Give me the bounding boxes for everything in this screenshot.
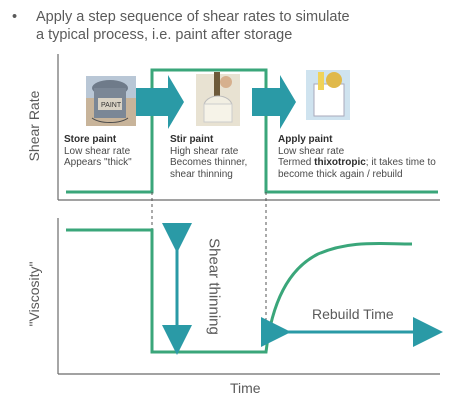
stage-apply-last-line: become thick again / rebuild [278,168,403,180]
viscosity-curve [66,228,413,354]
apply-paint-photo [306,70,350,120]
stage-apply-suffix: ; it takes time to [365,157,436,168]
stage-stir-label: Stir paint High shear rate Becomes thinn… [170,134,266,180]
stir-photo [196,72,240,126]
stage-stir-line1: High shear rate [170,145,239,157]
bullet-line-1: Apply a step sequence of shear rates to … [36,9,350,25]
shear-rate-curve [66,68,438,194]
stage-apply-line1: Low shear rate [278,145,345,157]
stage-store-label: Store paint Low shear rate Appears "thic… [64,134,154,169]
stage-arrow-1 [136,75,184,129]
bottom-x-axis-label: Time [230,380,261,396]
top-y-axis-label: Shear Rate [26,90,42,162]
stage-stir-line2: Becomes thinner, [170,157,248,168]
stage-apply-label: Apply paint Low shear rate Termed thixot… [278,134,460,180]
shear-thinning-label: Shear thinning [205,238,223,335]
bullet-text: Apply a step sequence of shear rates to … [36,8,436,44]
stage-apply-prefix: Termed [278,157,315,168]
stage-apply-bold-word: thixotropic [314,157,366,168]
stage-store-line1: Low shear rate [64,145,131,157]
stage-store-line2: Appears "thick" [64,157,132,168]
bullet-dot: • [12,9,18,25]
paint-can-photo: PAINT [86,76,136,126]
stage-stir-line3: shear thinning [170,168,233,180]
bottom-y-axis-label: "Viscosity" [26,261,42,327]
stage-arrow-2 [252,75,296,129]
stage-apply-title: Apply paint [278,134,333,145]
svg-text:PAINT: PAINT [101,102,122,109]
stage-store-title: Store paint [64,134,117,145]
stage-stir-title: Stir paint [170,134,214,145]
rebuild-time-label: Rebuild Time [312,306,394,322]
bullet-line-2: a typical process, i.e. paint after stor… [36,27,293,43]
